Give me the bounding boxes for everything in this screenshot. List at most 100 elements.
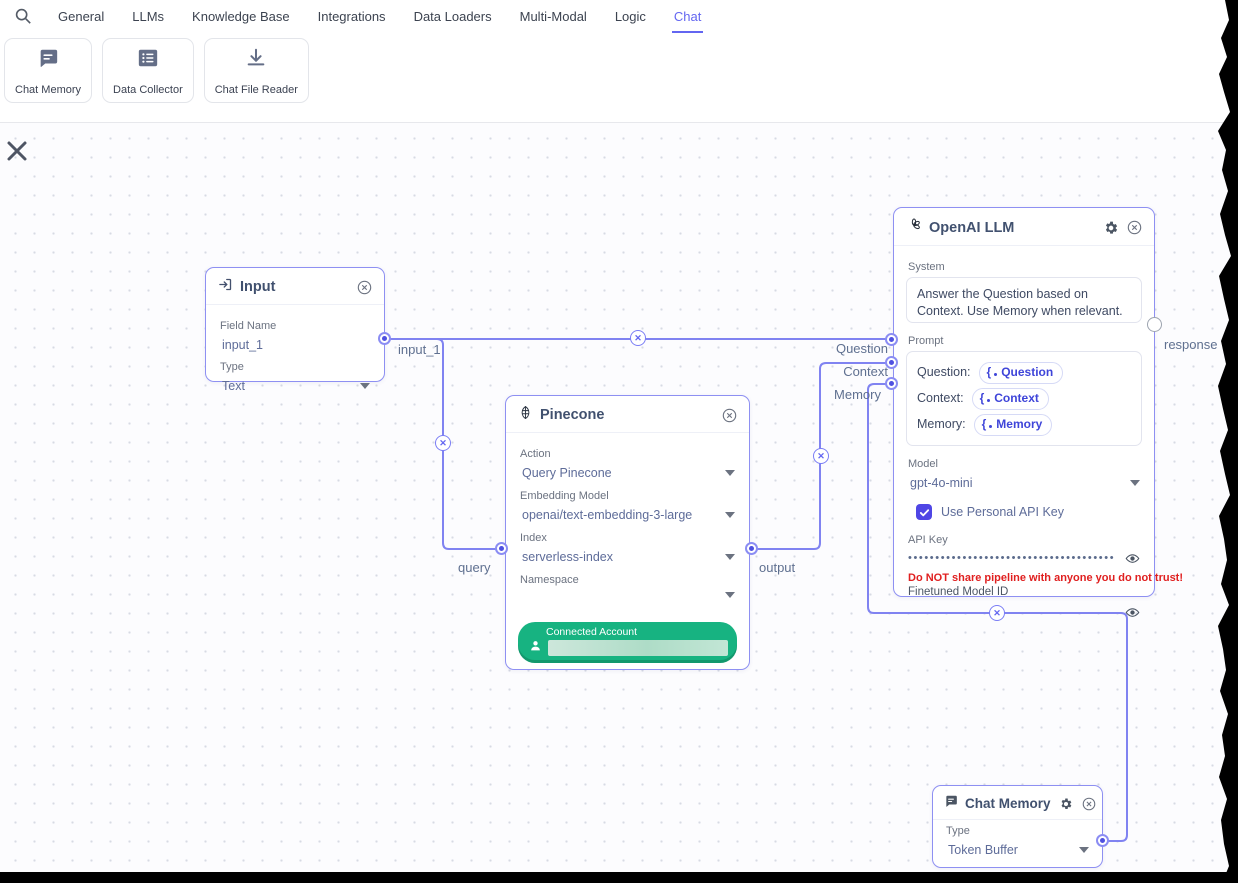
- account-name-redacted: [548, 640, 728, 656]
- action-label: Action: [520, 448, 551, 460]
- embedding-model-dropdown[interactable]: openai/text-embedding-3-large: [518, 506, 737, 524]
- chat-bubble-icon: [944, 794, 958, 813]
- eye-icon[interactable]: [1124, 550, 1140, 566]
- port-label-response: response: [1164, 337, 1218, 352]
- type-dropdown[interactable]: Text: [218, 377, 372, 395]
- model-dropdown[interactable]: gpt-4o-mini: [906, 474, 1142, 492]
- node-input[interactable]: Input Field Name input_1 Type Text: [205, 267, 385, 393]
- output-handle-response[interactable]: [1147, 317, 1162, 332]
- palette-data-collector[interactable]: Data Collector: [102, 38, 194, 103]
- delete-edge-button[interactable]: ✕: [630, 330, 646, 346]
- close-node-icon[interactable]: [721, 407, 737, 423]
- input-handle-memory[interactable]: [885, 377, 898, 390]
- api-key-masked-value: ••••••••••••••••••••••••••••••••••••••: [908, 552, 1116, 564]
- chevron-down-icon: [1130, 480, 1140, 486]
- node-openai-header: OpenAI LLM: [894, 208, 1154, 246]
- eye-icon[interactable]: [1124, 604, 1140, 620]
- port-label-query: query: [458, 560, 491, 575]
- chip-label: Memory: [996, 416, 1043, 431]
- node-title: Chat Memory: [965, 796, 1051, 811]
- variable-dot-icon: [989, 425, 993, 428]
- use-personal-api-key-checkbox[interactable]: Use Personal API Key: [916, 504, 1140, 520]
- action-dropdown[interactable]: Query Pinecone: [518, 464, 737, 482]
- action-value: Query Pinecone: [522, 466, 612, 480]
- port-label-question: Question: [835, 341, 888, 356]
- type-value: Token Buffer: [948, 843, 1018, 857]
- model-label: Model: [908, 458, 938, 470]
- node-title: OpenAI LLM: [929, 219, 1015, 236]
- node-pinecone[interactable]: Pinecone Action Query Pinecone Embedding…: [505, 395, 750, 670]
- variable-dot-icon: [987, 399, 991, 402]
- tab-general[interactable]: General: [58, 8, 105, 24]
- api-key-label: API Key: [908, 534, 948, 546]
- output-handle-pinecone[interactable]: [745, 542, 758, 555]
- prompt-textarea[interactable]: Question: {Question Context: {Context Me…: [906, 351, 1142, 446]
- checkbox-label: Use Personal API Key: [941, 505, 1064, 519]
- variable-chip-question[interactable]: {Question: [978, 361, 1064, 384]
- system-textarea[interactable]: Answer the Question based on Context. Us…: [906, 277, 1142, 323]
- tab-data-loaders[interactable]: Data Loaders: [413, 8, 492, 24]
- namespace-dropdown[interactable]: [518, 590, 737, 600]
- system-value: Answer the Question based on Context. Us…: [917, 287, 1123, 318]
- port-label-context: Context: [843, 364, 888, 379]
- delete-edge-button[interactable]: ✕: [813, 448, 829, 464]
- screenshot-torn-bottom-edge: [0, 872, 1238, 883]
- close-canvas-icon[interactable]: [4, 138, 30, 164]
- palette-chat-file-reader[interactable]: Chat File Reader: [203, 38, 309, 103]
- tab-knowledge-base[interactable]: Knowledge Base: [192, 8, 290, 24]
- close-node-icon[interactable]: [356, 279, 372, 295]
- connected-account-button[interactable]: Connected Account: [518, 622, 737, 663]
- system-label: System: [908, 261, 945, 273]
- output-handle-input1[interactable]: [378, 332, 391, 345]
- prompt-label: Prompt: [908, 335, 944, 347]
- field-name-label: Field Name: [220, 320, 277, 332]
- prompt-key: Memory:: [917, 417, 966, 431]
- node-pinecone-header: Pinecone: [506, 396, 749, 433]
- port-label-memory: Memory: [834, 387, 881, 402]
- gear-icon[interactable]: [1103, 220, 1119, 236]
- chevron-down-icon: [725, 554, 735, 560]
- finetuned-model-id-field[interactable]: [908, 604, 1140, 620]
- close-node-icon[interactable]: [1081, 796, 1097, 812]
- node-chat-memory[interactable]: Chat Memory Type Token Buffer: [932, 785, 1103, 868]
- type-value: Text: [222, 379, 245, 393]
- tab-multi-modal[interactable]: Multi-Modal: [519, 8, 587, 24]
- embedding-model-value: openai/text-embedding-3-large: [522, 508, 693, 522]
- input-icon: [218, 277, 233, 297]
- palette-item-label: Chat Memory: [15, 84, 82, 96]
- prompt-row: Question: {Question: [917, 361, 1131, 384]
- gear-icon[interactable]: [1058, 796, 1074, 812]
- tab-integrations[interactable]: Integrations: [317, 8, 386, 24]
- index-dropdown[interactable]: serverless-index: [518, 548, 737, 566]
- field-name-value: input_1: [222, 338, 264, 352]
- api-key-warning: Do NOT share pipeline with anyone you do…: [908, 572, 1184, 584]
- input-handle-context[interactable]: [885, 356, 898, 369]
- input-handle-query[interactable]: [495, 542, 508, 555]
- namespace-label: Namespace: [520, 574, 579, 586]
- delete-edge-button[interactable]: ✕: [435, 435, 451, 451]
- variable-chip-context[interactable]: {Context: [971, 387, 1049, 410]
- palette-chat-memory[interactable]: Chat Memory: [4, 38, 93, 103]
- brace-icon: {: [981, 416, 987, 431]
- delete-edge-button[interactable]: ✕: [989, 605, 1005, 621]
- api-key-field[interactable]: ••••••••••••••••••••••••••••••••••••••: [908, 550, 1140, 566]
- node-input-header: Input: [206, 268, 384, 305]
- node-openai-llm[interactable]: OpenAI LLM System Answer the Question ba…: [893, 207, 1184, 617]
- node-title: Input: [240, 279, 276, 295]
- node-title: Pinecone: [540, 407, 605, 423]
- field-name-input[interactable]: input_1: [218, 336, 372, 354]
- search-icon[interactable]: [12, 5, 34, 27]
- data-table-icon: [137, 47, 159, 69]
- tab-chat[interactable]: Chat: [671, 0, 704, 33]
- close-node-icon[interactable]: [1126, 220, 1142, 236]
- chat-bubble-icon: [37, 47, 59, 69]
- type-dropdown[interactable]: Token Buffer: [944, 841, 1091, 859]
- input-handle-question[interactable]: [885, 333, 898, 346]
- tab-llms[interactable]: LLMs: [132, 8, 165, 24]
- chevron-down-icon: [725, 592, 735, 598]
- tab-logic[interactable]: Logic: [614, 8, 646, 24]
- variable-chip-memory[interactable]: { Memory: [973, 413, 1053, 436]
- output-handle-chat-memory[interactable]: [1096, 834, 1109, 847]
- person-icon: [529, 639, 542, 657]
- openai-icon: [906, 217, 922, 238]
